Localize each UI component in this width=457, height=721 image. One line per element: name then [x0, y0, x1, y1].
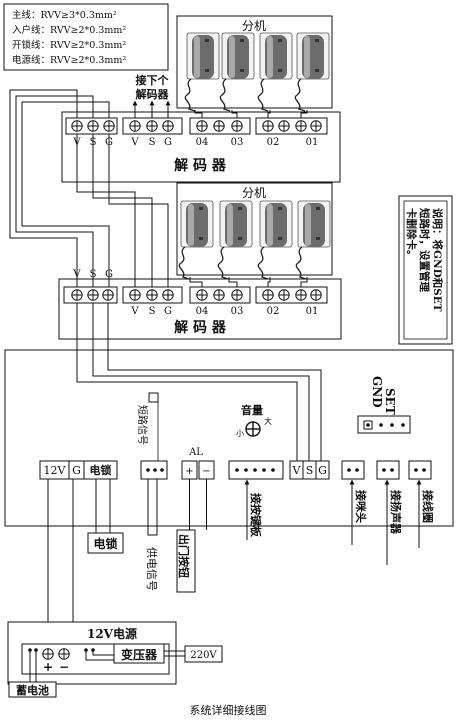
svg-text:04: 04	[196, 306, 209, 317]
svg-text:G: G	[318, 464, 327, 477]
svg-text:−: −	[202, 466, 210, 477]
ac-input-label: 220V	[190, 650, 217, 661]
mic-label: 接咪头	[354, 490, 368, 523]
electric-lock-label: 电锁	[93, 536, 117, 551]
extensions-group-1: 分机	[176, 15, 333, 112]
coil-header[interactable]	[408, 460, 432, 480]
svg-text:V: V	[130, 137, 139, 148]
battery-box	[8, 681, 57, 698]
term-12v: 12V	[44, 464, 67, 477]
volume-knob-icon[interactable]	[245, 421, 261, 437]
svg-text:01: 01	[306, 137, 319, 148]
svg-text:S: S	[149, 137, 156, 148]
decoder-label-2: 解 码 器	[174, 319, 227, 336]
svg-text:04: 04	[196, 137, 209, 148]
volume-label: 音量	[241, 403, 263, 417]
legend-line-2: 入户线：RVV≥2*0.3mm²	[12, 24, 126, 36]
battery-label: 蓄电池	[16, 683, 49, 697]
svg-text:V: V	[130, 306, 139, 317]
keypad-label: 接按键板	[249, 493, 263, 538]
electric-lock-box	[87, 532, 124, 554]
svg-text:02: 02	[267, 137, 280, 148]
speaker-label: 接扬声器	[389, 490, 403, 535]
next-decoder-label: 解码器	[136, 87, 170, 101]
term-lock: 电锁	[90, 463, 112, 477]
extensions-label-2: 分机	[242, 186, 266, 200]
svg-text:+: +	[43, 660, 53, 674]
extensions-label-1: 分机	[242, 19, 266, 33]
svg-text:G: G	[164, 137, 172, 148]
svg-text:−: −	[59, 660, 69, 674]
power-supply: 12V电源 + − 变压器 220V 蓄电池	[7, 621, 223, 698]
note-line-1: 说明：将GND和SET	[431, 208, 444, 312]
note-box: 说明：将GND和SET 短路时，设置管理 卡删除卡。	[398, 195, 453, 345]
decoder-2: V S G 04 03 02 01 解 码 器	[58, 278, 342, 340]
main-controller-board	[4, 349, 454, 527]
mic-header[interactable]	[341, 460, 365, 480]
svg-text:V: V	[292, 464, 302, 477]
svg-text:+: +	[185, 466, 193, 477]
ac-input-box	[184, 645, 223, 663]
note-line-3: 卡删除卡。	[405, 208, 418, 261]
legend-line-1: 主线：RVV≥3*0.3mm²	[12, 9, 117, 21]
set-label: SET	[383, 388, 397, 415]
coil-label: 接线圈	[421, 490, 435, 523]
svg-text:02: 02	[267, 306, 280, 317]
legend-line-4: 电源线：RVV≥2*0.3mm²	[12, 54, 126, 66]
svg-text:01: 01	[306, 306, 319, 317]
transformer-label: 变压器	[121, 647, 158, 662]
transformer-box	[113, 643, 165, 664]
note-line-2: 短路时，设置管理	[418, 208, 431, 292]
extensions-group-2: 分机	[176, 182, 333, 280]
svg-text:S: S	[149, 306, 156, 317]
exit-button-box	[176, 529, 196, 593]
legend-line-3: 开锁线：RVV≥2*0.3mm²	[12, 39, 126, 51]
psu-title: 12V电源	[87, 626, 137, 641]
short-signal-label: 短路信号	[136, 405, 149, 445]
gnd-label: GND	[370, 376, 384, 408]
svg-text:S: S	[306, 464, 314, 477]
supply-signal-label: 供电信号	[145, 547, 159, 591]
next-decoder-label: 接下个	[136, 73, 170, 87]
exit-button-label: 出门按钮	[177, 534, 191, 578]
al-label: AL	[188, 447, 203, 458]
volume-big-label: 大	[264, 416, 272, 426]
speaker-header[interactable]	[376, 460, 400, 480]
term-g: G	[72, 464, 81, 477]
svg-text:03: 03	[231, 306, 244, 317]
decoder-1: V S G V S G 04 03 02 01 解 码 器	[61, 111, 341, 183]
svg-text:03: 03	[231, 137, 244, 148]
decoder-label-1: 解 码 器	[174, 157, 227, 174]
diagram-caption: 系统详细接线图	[190, 703, 267, 717]
svg-text:G: G	[164, 306, 172, 317]
volume-small-label: 小	[236, 429, 244, 438]
cable-legend: 主线：RVV≥3*0.3mm² 入户线：RVV≥2*0.3mm² 开锁线：RVV…	[3, 3, 169, 71]
